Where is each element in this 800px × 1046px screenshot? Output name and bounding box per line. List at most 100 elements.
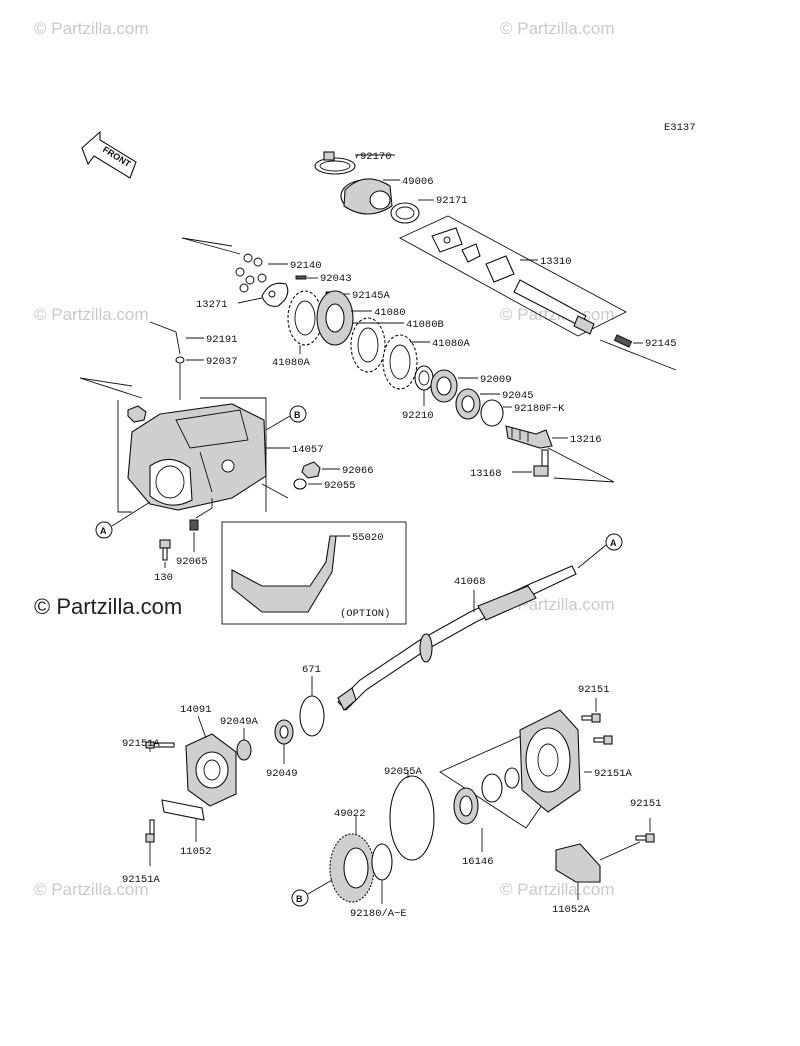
shim-92180FK [480, 399, 504, 427]
rear-housing-cover [519, 709, 581, 813]
bearing-92210 [414, 365, 434, 391]
part-label: 92210 [402, 410, 434, 422]
shim-92180AE [371, 843, 393, 881]
callout-a [605, 533, 623, 551]
seal-92049A [236, 739, 252, 761]
part-label: 13310 [540, 256, 572, 268]
part-label: 92151 [578, 684, 610, 696]
callout-label: B [294, 410, 301, 420]
bolt-92151 [635, 833, 655, 843]
part-label: 14057 [292, 444, 324, 456]
bearing-92009 [430, 369, 458, 403]
plug-left [127, 405, 147, 423]
driveshaft-13310 [399, 215, 627, 337]
clutch-disc-41080 [316, 290, 354, 346]
watermark: © Partzilla.com [34, 594, 182, 619]
clutch-plate-41080B [350, 317, 386, 373]
sensor-13168 [533, 449, 549, 477]
part-label: 14091 [180, 704, 212, 716]
part-label: 92055A [384, 766, 423, 778]
part-label: 92049 [266, 768, 298, 780]
front-arrow-icon: FRONT [81, 130, 137, 179]
callout-label: A [100, 526, 107, 536]
part-label: 92180F~K [514, 403, 565, 415]
bearing-92045 [455, 388, 481, 420]
part-label: 130 [154, 572, 173, 584]
clamp-92037 [175, 356, 185, 364]
part-label: 13168 [470, 468, 502, 480]
o-ring-92055A [389, 775, 435, 861]
option-box [221, 521, 407, 625]
bolt-92151A [145, 819, 155, 843]
seal-92049 [274, 719, 294, 745]
bracket-11052 [161, 799, 205, 821]
breather-pipe-92191 [149, 321, 181, 355]
part-label: 92171 [436, 195, 468, 207]
bracket-11052A [555, 843, 601, 883]
part-label: 92180/A~E [350, 908, 407, 920]
clamp-92171 [390, 202, 420, 224]
housing-14057 [127, 403, 267, 511]
clamp-92170 [314, 151, 356, 175]
part-label: 92151A [122, 738, 161, 750]
watermark: © Partzilla.com [34, 305, 149, 324]
callout-a [95, 521, 113, 539]
pin-92145 [613, 334, 633, 348]
part-label: 92145 [645, 338, 677, 350]
bolt-92151A [593, 735, 613, 745]
watermark: © Partzilla.com [500, 19, 615, 38]
steel-balls-92140 [235, 253, 267, 293]
part-label: 11052 [180, 846, 212, 858]
part-label: 92066 [342, 465, 374, 477]
part-label: 92140 [290, 260, 322, 272]
part-label: 92065 [176, 556, 208, 568]
callout-label: A [610, 538, 617, 548]
callout-label: B [296, 894, 303, 904]
clutch-plate-41080A-right [382, 334, 418, 390]
o-ring-92055 [293, 478, 307, 490]
part-label: 92043 [320, 273, 352, 285]
part-label: 92191 [206, 334, 238, 346]
part-label: 41080A [432, 338, 471, 350]
part-label: 92145A [352, 290, 391, 302]
drive-shaft-41068 [337, 565, 577, 711]
watermark: © Partzilla.com [34, 880, 149, 899]
option-label: (OPTION) [340, 608, 390, 620]
part-label: 41068 [454, 576, 486, 588]
part-label: 41080A [272, 357, 311, 369]
diagram-code: E3137 [664, 122, 696, 134]
watermark: © Partzilla.com [34, 19, 149, 38]
part-label: 671 [302, 664, 321, 676]
part-label: 49022 [334, 808, 366, 820]
part-label: 49006 [402, 176, 434, 188]
part-label: 41080 [374, 307, 406, 319]
ring-gear-49022 [329, 833, 375, 903]
retainer-13271 [261, 282, 289, 307]
part-label: 41080B [406, 319, 444, 331]
o-ring-671 [299, 695, 325, 737]
part-label: 92045 [502, 390, 534, 402]
part-label: 92170 [360, 151, 392, 163]
watermark: © Partzilla.com [500, 880, 615, 899]
part-label: 92055 [324, 480, 356, 492]
bolt-92151 [581, 713, 601, 723]
hub-14091 [185, 733, 237, 807]
pinion-gear-13216 [505, 425, 553, 449]
part-label: 13216 [570, 434, 602, 446]
part-label: 92151 [630, 798, 662, 810]
nut-92066 [301, 461, 321, 479]
callout-b [291, 889, 309, 907]
part-label: 13271 [196, 299, 228, 311]
part-label: 92151A [594, 768, 633, 780]
part-label: 11052A [552, 904, 591, 916]
part-label: 92049A [220, 716, 259, 728]
part-label: 92009 [480, 374, 512, 386]
part-label: 92037 [206, 356, 238, 368]
bolt-130 [159, 539, 171, 561]
boot-49006 [340, 178, 393, 215]
pin-92043 [295, 275, 307, 280]
part-label: 16146 [462, 856, 494, 868]
part-label: 92151A [122, 874, 161, 886]
